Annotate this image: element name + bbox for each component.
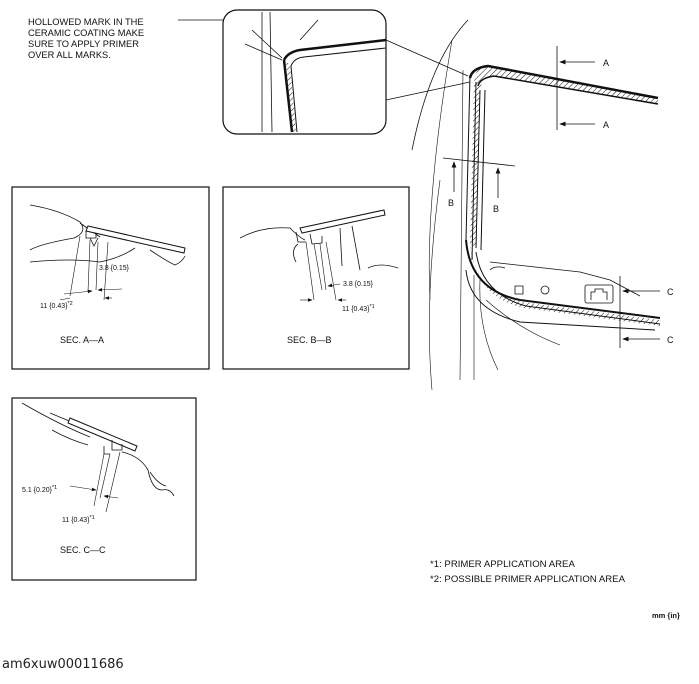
windshield-frame-view <box>411 19 661 391</box>
section-c-detail <box>11 397 197 581</box>
hollowed-mark-note: HOLLOWED MARK IN THE CERAMIC COATING MAK… <box>28 17 198 61</box>
note-line-2: CERAMIC COATING MAKE <box>28 28 145 38</box>
footnote-2: *2: POSSIBLE PRIMER APPLICATION AREA <box>430 574 625 585</box>
image-id-caption: am6xuw00011686 <box>2 657 124 672</box>
detail-callout <box>222 9 387 135</box>
note-line-4: OVER ALL MARKS. <box>28 50 111 60</box>
footnote-1: *1: PRIMER APPLICATION AREA <box>430 559 575 570</box>
sec-a-dim-small: 3.8 {0.15} <box>99 265 130 272</box>
sec-c-dim-large: 11 {0.43} <box>62 517 90 524</box>
section-label-b-right: B <box>493 204 499 214</box>
section-line-a <box>556 46 595 130</box>
section-label-a-bottom: A <box>603 120 609 130</box>
section-line-c <box>619 276 660 348</box>
section-a-detail <box>11 186 210 370</box>
footnote-2-mark: *2: <box>430 574 442 585</box>
footnote-1-text: PRIMER APPLICATION AREA <box>444 559 575 570</box>
section-label-b-left: B <box>448 198 454 208</box>
sec-a-dim-large-group: 11 {0.43}*2 <box>40 301 73 310</box>
unit-label: mm {in} <box>652 611 680 620</box>
note-line-3: SURE TO APPLY PRIMER <box>28 39 139 49</box>
sec-a-dim-large-sup: *2 <box>68 301 73 307</box>
footnote-1-mark: *1: <box>430 559 442 570</box>
sec-c-dim-small-sup: *1 <box>52 485 57 491</box>
sec-c-title: SEC. C—C <box>60 545 106 555</box>
sec-b-dim-small: 3.8 {0.15} <box>343 281 374 288</box>
section-b-detail <box>222 186 410 370</box>
sec-c-dim-large-group: 11 {0.43}*1 <box>62 515 95 524</box>
section-label-a-top: A <box>603 58 609 68</box>
section-label-c-bottom: C <box>667 335 674 345</box>
note-line-1: HOLLOWED MARK IN THE <box>28 17 144 27</box>
sec-b-dim-large: 11 {0.43} <box>342 306 370 313</box>
footnote-2-text: POSSIBLE PRIMER APPLICATION AREA <box>444 574 625 585</box>
section-label-c-top: C <box>667 287 674 297</box>
sec-c-dim-small: 5.1 {0.20} <box>22 487 53 494</box>
sec-b-title: SEC. B—B <box>287 335 332 345</box>
section-line-b <box>442 157 516 198</box>
sec-a-title: SEC. A—A <box>60 335 104 345</box>
sec-b-dim-large-group: 11 {0.43}*1 <box>342 304 375 313</box>
sec-c-dim-small-group: 5.1 {0.20}*1 <box>22 485 57 494</box>
sec-b-dim-large-sup: *1 <box>370 304 375 310</box>
sec-c-dim-large-sup: *1 <box>90 515 95 521</box>
sec-a-dim-large: 11 {0.43} <box>40 303 68 310</box>
